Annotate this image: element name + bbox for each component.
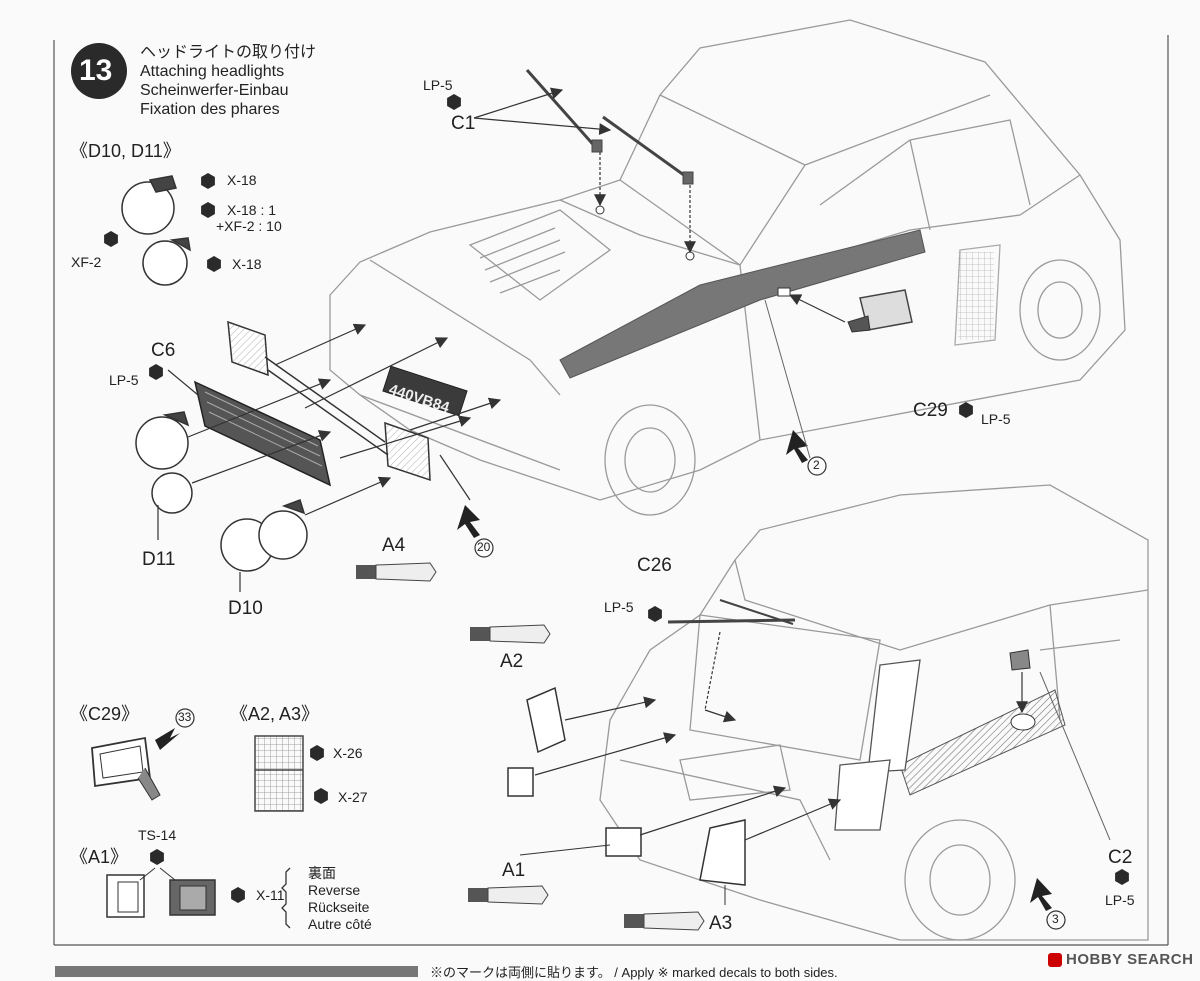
label-c1: C1 <box>451 113 476 134</box>
step-title-en: Attaching headlights <box>140 63 285 80</box>
arrow-2-pointer <box>786 430 808 463</box>
paint-x26: X-26 <box>333 745 363 761</box>
paint-hex-icon <box>201 202 215 218</box>
step-ref-20: 20 <box>477 540 491 554</box>
subassembly-a1: 《A1》 <box>70 847 129 867</box>
paint-hex-icon <box>310 745 324 761</box>
label-c26: C26 <box>637 555 672 576</box>
label-a2: A2 <box>500 651 524 672</box>
reverse-fr: Autre côté <box>308 916 372 932</box>
grille-c6 <box>193 380 332 487</box>
paint-lp5-c1: LP-5 <box>423 77 453 93</box>
step-ref-3: 3 <box>1052 912 1059 926</box>
watermark-logo <box>1048 953 1062 967</box>
label-c29: C29 <box>913 400 948 421</box>
side-vent <box>958 252 994 340</box>
paint-lp5-c29: LP-5 <box>981 411 1011 427</box>
paint-hex-icon <box>447 94 461 110</box>
footer-bar <box>55 966 418 977</box>
paint-hex-markers <box>104 94 1129 903</box>
paint-lp5-c26: LP-5 <box>604 599 634 615</box>
rear-side-stripe <box>899 689 1066 796</box>
paint-lp5-c6: LP-5 <box>109 372 139 388</box>
paint-ts14: TS-14 <box>138 827 177 843</box>
paint-hex-icon <box>149 364 163 380</box>
label-d11: D11 <box>142 549 176 570</box>
subassembly-d10-d11: 《D10, D11》 <box>70 141 181 161</box>
subassembly-c29: 《C29》 <box>70 704 140 724</box>
rear-wiper-c26 <box>667 599 796 625</box>
watermark: HOBBY SEARCH <box>1066 951 1194 968</box>
paint-hex-icon <box>201 173 215 189</box>
lens-a1 <box>507 732 787 857</box>
cement-tube-2 <box>470 624 551 644</box>
fog-lamps-d10-d11 <box>121 175 308 572</box>
cement-tube-4 <box>624 911 705 931</box>
subassembly-a2-a3: 《A2, A3》 <box>230 704 320 724</box>
c29-detail <box>91 728 180 801</box>
side-stripe <box>559 229 926 379</box>
paint-hex-icon <box>314 788 328 804</box>
paint-hex-icon <box>648 606 662 622</box>
paint-hex-icon <box>150 849 164 865</box>
wiper-c1 <box>525 69 694 185</box>
cement-tube-3 <box>468 885 549 905</box>
mirror-c29 <box>777 287 913 333</box>
arrow-20-pointer <box>457 505 480 538</box>
a1-detail <box>106 867 291 929</box>
front-car-body <box>329 19 1126 516</box>
step-number: 13 <box>79 54 113 87</box>
reverse-de: Rückseite <box>308 899 370 915</box>
headlight-assembly-a4 <box>227 320 431 482</box>
label-a4: A4 <box>382 535 406 556</box>
step-number-badge <box>71 43 127 99</box>
license-plate <box>382 365 468 417</box>
arrow-3-pointer <box>1030 878 1052 911</box>
label-a1: A1 <box>502 860 526 881</box>
reverse-ja: 裏面 <box>308 865 336 881</box>
paint-hex-icon <box>1115 869 1129 885</box>
paint-hex-icon <box>231 887 245 903</box>
paint-x18-c: X-18 <box>232 256 262 272</box>
paint-x27: X-27 <box>338 789 368 805</box>
paint-x11: X-11 <box>256 887 285 903</box>
paint-x18-a: X-18 <box>227 172 257 188</box>
step-ref-2: 2 <box>813 458 820 472</box>
label-a3: A3 <box>709 913 733 934</box>
lens-a3 <box>699 798 842 905</box>
fuel-cap-c2 <box>1009 649 1111 841</box>
reverse-en: Reverse <box>308 882 361 898</box>
step-title-fr: Fixation des phares <box>140 101 280 118</box>
rear-car-body <box>599 484 1149 941</box>
paint-hex-icon <box>207 256 221 272</box>
label-c2: C2 <box>1108 847 1133 868</box>
step-ref-33: 33 <box>178 710 192 724</box>
step-title-de: Scheinwerfer-Einbau <box>140 82 289 99</box>
cement-tube-1 <box>356 562 437 582</box>
lens-a2 <box>526 686 657 754</box>
paint-xf2: XF-2 <box>71 254 102 270</box>
label-d10: D10 <box>228 598 263 619</box>
paint-hex-icon <box>104 231 118 247</box>
footer-note: ※のマークは両側に貼ります。 / Apply ※ marked decals t… <box>430 965 838 980</box>
paint-hex-icon <box>959 402 973 418</box>
paint-lp5-c2: LP-5 <box>1105 892 1135 908</box>
paint-xf2-mix: +XF-2 : 10 <box>216 218 282 234</box>
step-title-ja: ヘッドライトの取り付け <box>140 44 317 61</box>
label-c6: C6 <box>151 340 176 361</box>
a2-a3-detail <box>254 735 304 812</box>
paint-x18-b: X-18 : 1 <box>227 202 277 218</box>
